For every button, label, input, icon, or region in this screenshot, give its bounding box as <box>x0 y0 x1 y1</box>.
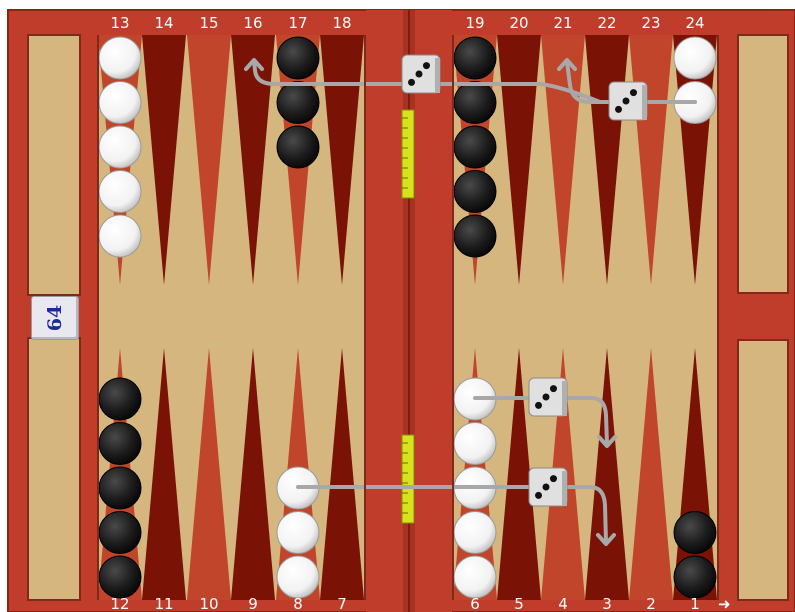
die-pip <box>550 385 557 392</box>
point-number: 6 <box>453 596 497 612</box>
black-checker[interactable] <box>277 82 319 124</box>
black-checker[interactable] <box>454 126 496 168</box>
black-checker[interactable] <box>99 512 141 554</box>
black-checker[interactable] <box>99 556 141 598</box>
die-pip <box>630 89 637 96</box>
point-number: 1 <box>673 596 717 612</box>
point-number: 3 <box>585 596 629 612</box>
point-number: 20 <box>497 15 541 31</box>
die-pip <box>550 475 557 482</box>
point-number: 15 <box>187 15 231 31</box>
point-number: 13 <box>98 15 142 31</box>
point-number: 22 <box>585 15 629 31</box>
white-checker[interactable] <box>99 215 141 257</box>
die-pip <box>423 62 430 69</box>
right-tray-top <box>738 35 788 293</box>
black-checker[interactable] <box>454 82 496 124</box>
point-number: 16 <box>231 15 275 31</box>
point-number: 21 <box>541 15 585 31</box>
doubling-cube-value: 64 <box>44 305 66 331</box>
black-checker[interactable] <box>454 37 496 79</box>
die-pip <box>543 484 550 491</box>
white-checker[interactable] <box>277 512 319 554</box>
black-checker[interactable] <box>674 512 716 554</box>
black-checker[interactable] <box>99 423 141 465</box>
white-checker[interactable] <box>99 171 141 213</box>
point-number: 7 <box>320 596 364 612</box>
point-number: 10 <box>187 596 231 612</box>
point-number: 24 <box>673 15 717 31</box>
arrow-right-icon[interactable]: ➜ <box>718 596 731 612</box>
point-number: 9 <box>231 596 275 612</box>
white-checker[interactable] <box>454 512 496 554</box>
black-checker[interactable] <box>454 171 496 213</box>
left-tray-bottom <box>28 338 80 600</box>
point-number: 14 <box>142 15 186 31</box>
pip-gauge-white <box>402 435 414 523</box>
point-number: 23 <box>629 15 673 31</box>
white-checker[interactable] <box>674 37 716 79</box>
pip-gauge-black <box>402 110 414 198</box>
home-board <box>453 35 718 600</box>
point-number: 12 <box>98 596 142 612</box>
right-tray-bottom <box>738 340 788 600</box>
point-number: 11 <box>142 596 186 612</box>
die-pip <box>416 71 423 78</box>
outer-board <box>98 35 365 600</box>
die-pip <box>543 394 550 401</box>
point-number: 5 <box>497 596 541 612</box>
white-checker[interactable] <box>99 82 141 124</box>
white-checker[interactable] <box>454 423 496 465</box>
black-checker[interactable] <box>454 215 496 257</box>
black-checker[interactable] <box>99 467 141 509</box>
white-checker[interactable] <box>99 126 141 168</box>
doubling-cube[interactable]: 64 <box>31 296 79 340</box>
white-checker[interactable] <box>99 37 141 79</box>
die-pip <box>615 106 622 113</box>
point-number: 19 <box>453 15 497 31</box>
die-pip <box>623 98 630 105</box>
point-number: 8 <box>276 596 320 612</box>
point-number: 4 <box>541 596 585 612</box>
point-number: 18 <box>320 15 364 31</box>
die-pip <box>535 402 542 409</box>
die-pip <box>535 492 542 499</box>
die-pip <box>408 79 415 86</box>
black-checker[interactable] <box>277 126 319 168</box>
black-checker[interactable] <box>674 556 716 598</box>
black-checker[interactable] <box>277 37 319 79</box>
point-number: 2 <box>629 596 673 612</box>
point-number: 17 <box>276 15 320 31</box>
black-checker[interactable] <box>99 378 141 420</box>
white-checker[interactable] <box>277 556 319 598</box>
left-tray-top <box>28 35 80 295</box>
white-checker[interactable] <box>454 556 496 598</box>
